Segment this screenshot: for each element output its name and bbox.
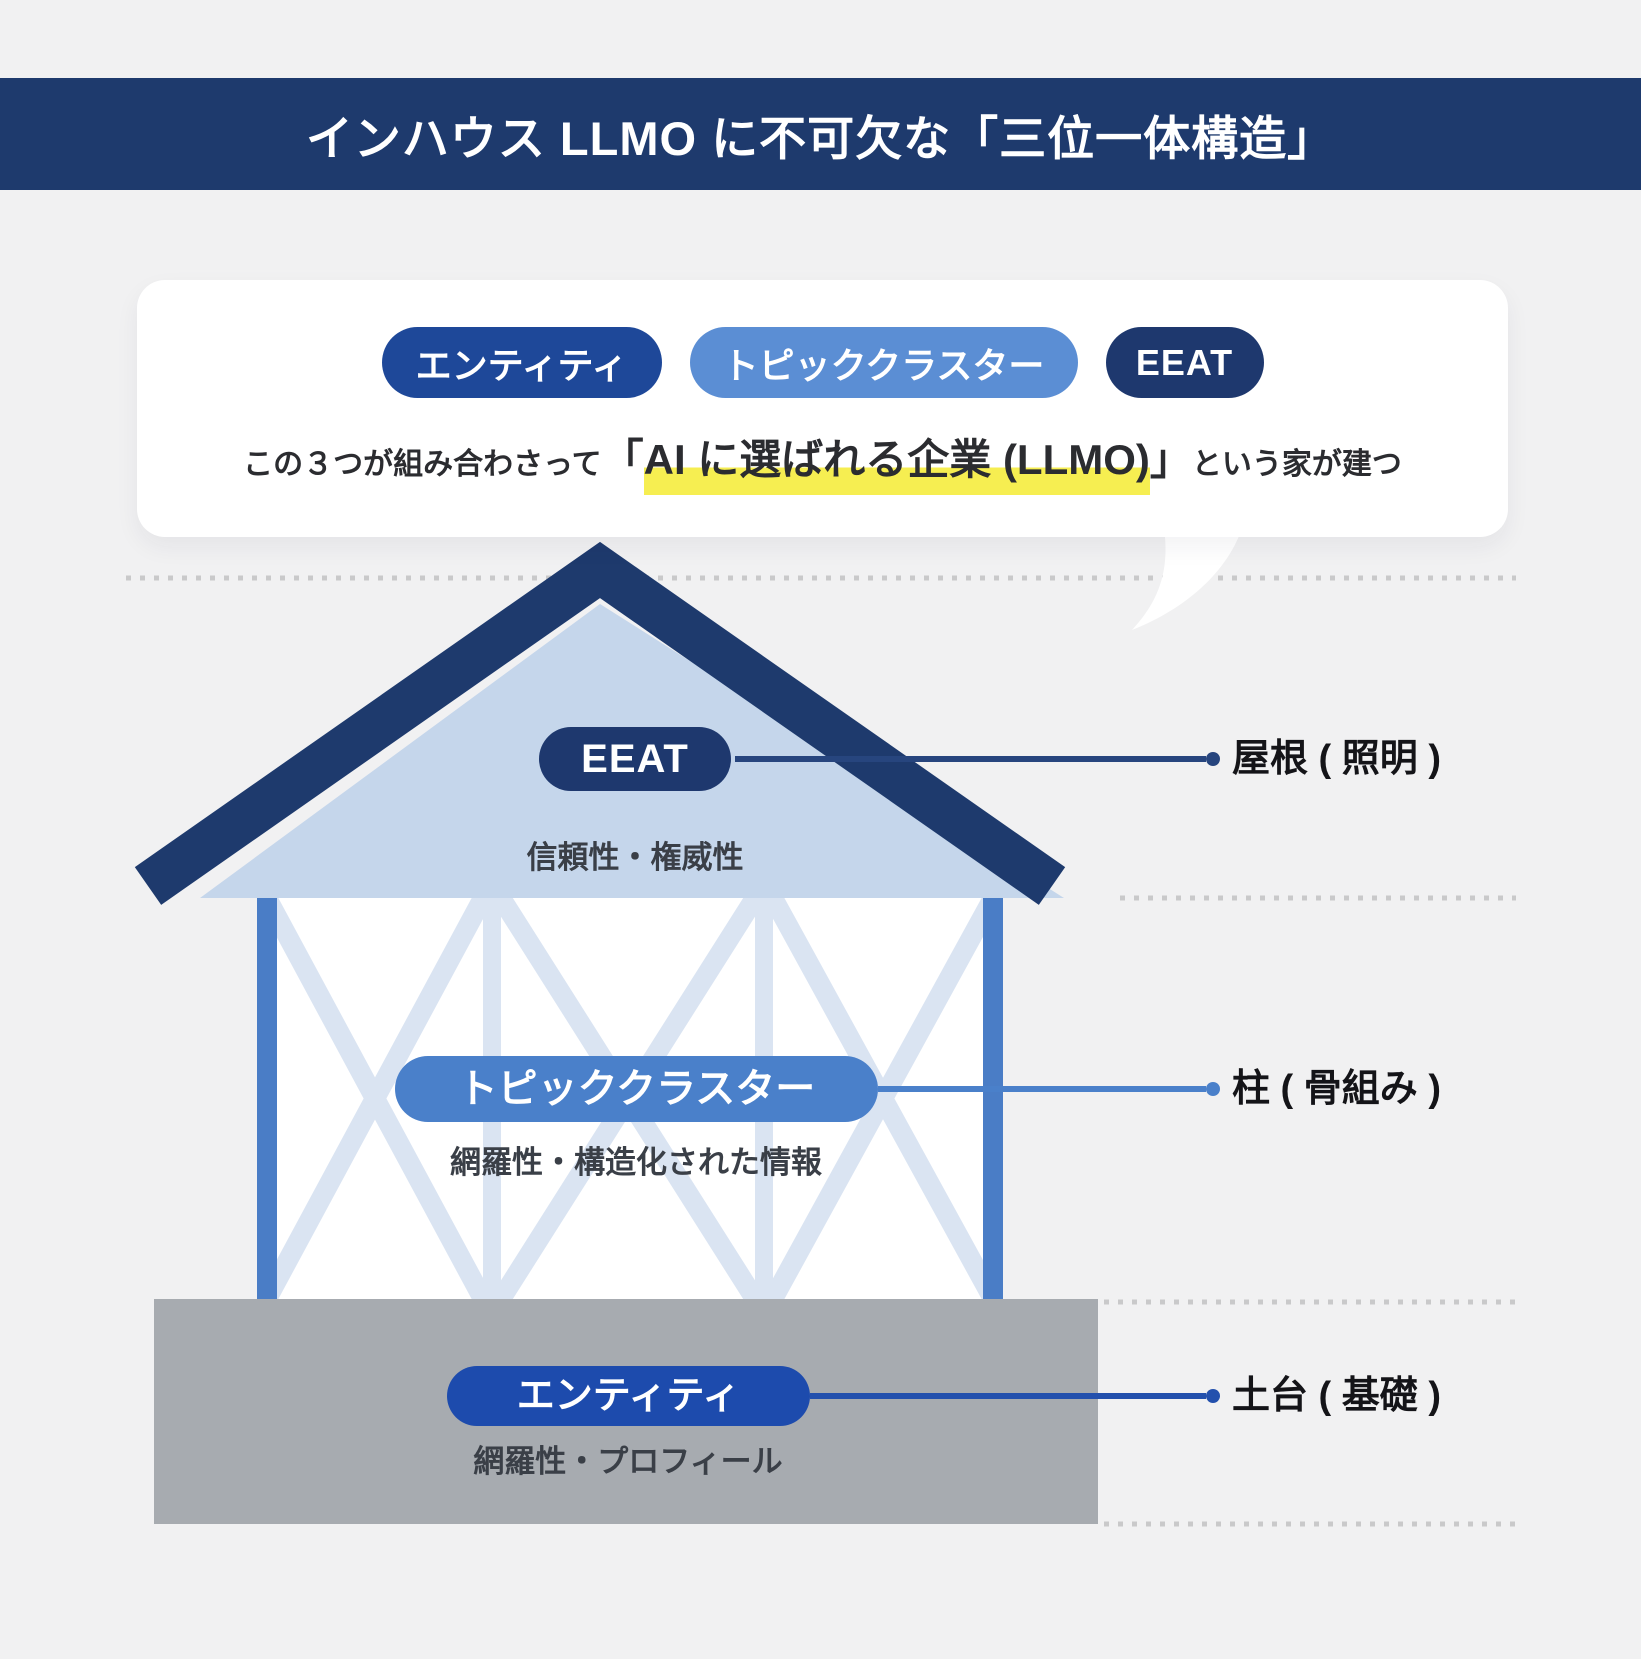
title-bar: インハウス LLMO に不可欠な「三位一体構造」 xyxy=(0,78,1641,190)
roof-description: 信頼性・権威性 xyxy=(526,840,744,875)
frame-topic-cluster-pill: トピッククラスター xyxy=(395,1056,878,1122)
roof-eeat-pill: EEAT xyxy=(539,727,731,791)
foundation-callout-dot xyxy=(1206,1389,1220,1403)
frame-callout-dot xyxy=(1206,1082,1220,1096)
concept-pill-row: エンティティ トピッククラスター EEAT xyxy=(381,327,1264,398)
eeat-pill: EEAT xyxy=(1105,327,1264,398)
sentence-suffix: という家が建つ xyxy=(1191,448,1402,481)
roof-callout-label: 屋根 ( 照明 ) xyxy=(1232,738,1441,780)
foundation-entity-pill: エンティティ xyxy=(447,1366,810,1426)
speech-bubble-tail xyxy=(1132,528,1242,630)
roof-band xyxy=(134,541,1066,905)
entity-pill: エンティティ xyxy=(381,327,662,398)
sentence-close-bracket: 」 xyxy=(1149,436,1192,483)
sentence-highlighted-phrase: AI に選ばれる企業 (LLMO) xyxy=(643,426,1150,495)
foundation-callout-label: 土台 ( 基礎 ) xyxy=(1232,1375,1441,1417)
page-title: インハウス LLMO に不可欠な「三位一体構造」 xyxy=(305,111,1336,165)
wall-braces xyxy=(258,898,1002,1300)
topic-cluster-pill: トピッククラスター xyxy=(689,327,1078,398)
speech-bubble: エンティティ トピッククラスター EEAT この３つが組み合わさって 「 AI … xyxy=(137,280,1508,537)
pillar-left xyxy=(257,898,277,1302)
foundation-description: 網羅性・プロフィール xyxy=(473,1444,783,1479)
frame-description: 網羅性・構造化された情報 xyxy=(450,1145,822,1180)
bubble-sentence: この３つが組み合わさって 「 AI に選ばれる企業 (LLMO) 」 という家が… xyxy=(243,426,1402,495)
pillar-right xyxy=(983,898,1003,1302)
sentence-prefix: この３つが組み合わさって xyxy=(243,448,602,481)
sentence-open-bracket: 「 xyxy=(601,436,644,483)
frame-callout-label: 柱 ( 骨組み ) xyxy=(1232,1068,1441,1110)
roof-callout-dot xyxy=(1206,752,1220,766)
